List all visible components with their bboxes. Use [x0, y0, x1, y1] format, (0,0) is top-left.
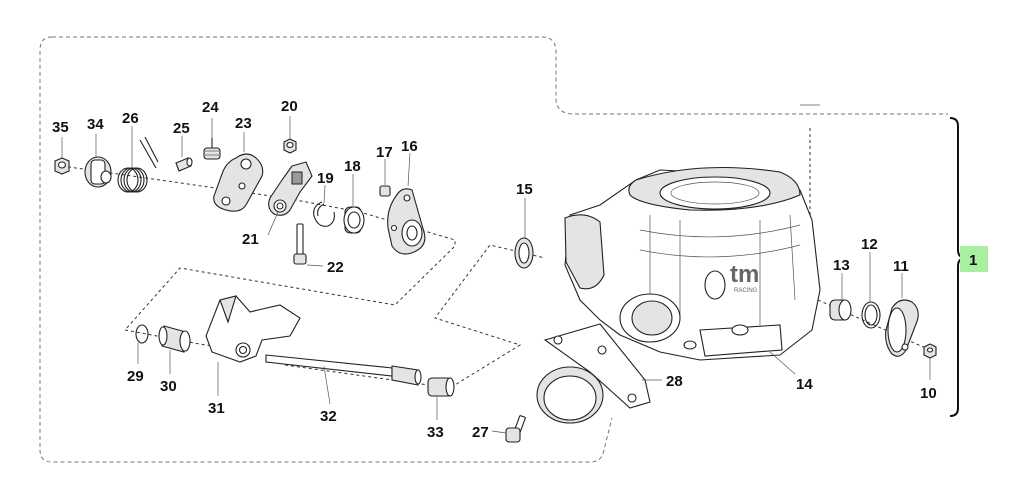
part-33-bushing — [427, 377, 455, 397]
part-label-22: 22 — [327, 259, 344, 276]
part-label-35: 35 — [52, 119, 69, 136]
part-label-30: 30 — [160, 378, 177, 395]
assembly-label: 1 — [969, 252, 977, 269]
part-label-17: 17 — [376, 144, 393, 161]
part-label-19: 19 — [317, 170, 334, 187]
part-23-bracket — [213, 153, 264, 212]
brand-mark: tm — [730, 261, 759, 288]
part-21-lever — [268, 161, 313, 216]
part-25-pin — [175, 157, 193, 172]
part-label-13: 13 — [833, 257, 850, 274]
part-label-23: 23 — [235, 115, 252, 132]
part-label-27: 27 — [472, 424, 489, 441]
part-label-15: 15 — [516, 181, 533, 198]
part-19-circlip — [313, 201, 335, 227]
part-24-stud — [203, 138, 221, 160]
part-label-21: 21 — [242, 231, 259, 248]
part-10-nut — [923, 343, 937, 359]
part-label-24: 24 — [202, 99, 219, 116]
part-label-29: 29 — [127, 368, 144, 385]
part-label-32: 32 — [320, 408, 337, 425]
brand-submark: RACING — [734, 288, 758, 294]
part-label-25: 25 — [173, 120, 190, 137]
part-label-11: 11 — [893, 258, 909, 275]
part-20-nut — [283, 138, 297, 154]
part-labels: 35 34 26 25 24 23 20 21 19 18 17 16 22 1… — [52, 98, 937, 441]
part-label-16: 16 — [401, 138, 418, 155]
part-16-flange — [387, 188, 426, 255]
part-label-12: 12 — [861, 236, 878, 253]
part-28-intake-flange — [536, 323, 651, 424]
part-label-33: 33 — [427, 424, 444, 441]
part-15-seal-ring — [514, 237, 534, 269]
part-30-bushing — [158, 325, 191, 353]
part-29-circlip — [135, 324, 149, 344]
part-27-bolt — [505, 415, 526, 443]
part-11-cover — [885, 299, 919, 357]
part-14-cylinder: tm RACING — [564, 104, 821, 361]
part-31-shift-arm — [205, 295, 301, 363]
part-35-nut — [54, 157, 70, 175]
part-label-18: 18 — [344, 158, 361, 175]
part-label-28: 28 — [666, 373, 683, 390]
part-label-14: 14 — [796, 376, 813, 393]
part-12-o-ring — [861, 301, 881, 329]
part-label-26: 26 — [122, 110, 139, 127]
group-border — [52, 36, 948, 115]
part-32-shaft — [265, 354, 422, 386]
part-34-cap — [84, 156, 112, 188]
group-border-left — [39, 36, 613, 463]
part-label-10: 10 — [920, 385, 937, 402]
part-label-34: 34 — [87, 116, 104, 133]
leader-lines — [61, 116, 931, 434]
part-17-bolt — [379, 185, 391, 197]
part-26-spring — [117, 136, 159, 193]
part-label-20: 20 — [281, 98, 298, 115]
part-13-bushing — [829, 299, 852, 321]
part-22-bolt — [293, 223, 307, 265]
part-label-31: 31 — [208, 400, 225, 417]
part-18-bushing — [343, 206, 365, 234]
assembly-label-badge — [960, 246, 988, 272]
